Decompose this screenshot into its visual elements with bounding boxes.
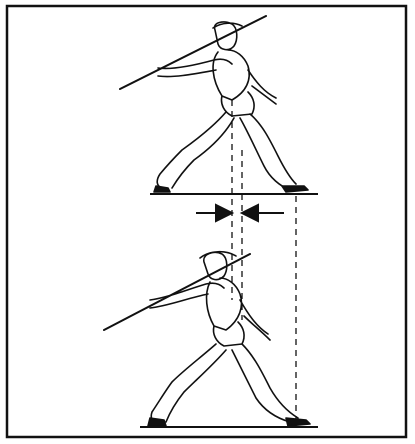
distance-arrows bbox=[196, 205, 284, 221]
top-back-foot bbox=[154, 186, 170, 192]
bottom-hips bbox=[213, 322, 244, 346]
guide-lines bbox=[232, 100, 296, 420]
top-torso bbox=[213, 50, 249, 100]
bottom-javelin bbox=[104, 254, 250, 330]
bottom-front-leg bbox=[242, 344, 298, 418]
top-back-leg bbox=[157, 112, 226, 188]
top-thrower-figure bbox=[120, 16, 308, 192]
arrow-right-pointing-icon bbox=[216, 205, 232, 221]
bottom-back-leg bbox=[151, 344, 216, 422]
bottom-torso bbox=[207, 278, 242, 330]
top-javelin bbox=[120, 16, 266, 89]
bottom-thrower-figure bbox=[104, 252, 310, 426]
top-front-leg bbox=[250, 114, 296, 184]
top-front-foot bbox=[282, 186, 308, 192]
diagram-frame bbox=[7, 6, 406, 437]
arrow-left-pointing-icon bbox=[242, 205, 258, 221]
bottom-front-foot bbox=[286, 418, 310, 426]
bottom-back-foot bbox=[148, 418, 166, 426]
